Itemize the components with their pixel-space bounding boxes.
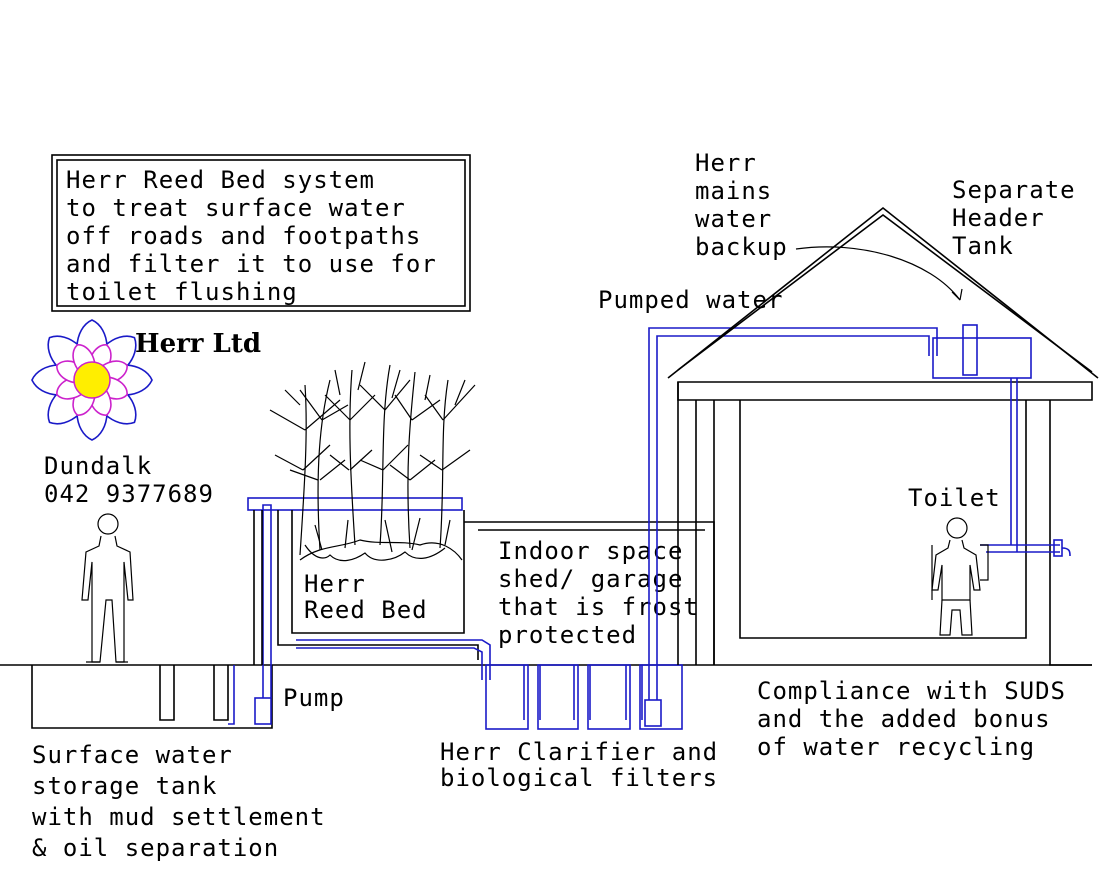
reed-plants-icon [269, 361, 476, 556]
storage-label: storage tank [32, 772, 217, 800]
standing-person-icon [81, 513, 134, 663]
compliance-label: Compliance with SUDS [757, 677, 1066, 705]
company-name: Herr Ltd [135, 329, 261, 359]
flower-logo-icon [31, 319, 153, 441]
pumped-water-pipe [648, 327, 938, 700]
title-line: toilet flushing [66, 278, 298, 306]
title-line: and filter it to use for [66, 250, 437, 278]
company-phone: 042 9377689 [44, 480, 214, 508]
reed-bed [247, 497, 491, 680]
arrow-head-icon [951, 288, 963, 301]
mains-label: mains [695, 177, 772, 205]
header-tank-label: Tank [952, 232, 1014, 260]
header-tank-label: Header [952, 204, 1045, 232]
storage-label: & oil separation [32, 834, 279, 862]
pump-riser-pipe [228, 504, 272, 725]
header-tank-label: Separate [952, 176, 1076, 204]
title-line: to treat surface water [66, 194, 406, 222]
title-line: Herr Reed Bed system [66, 166, 375, 194]
distribution-manifold [247, 497, 463, 511]
storage-label: Surface water [32, 741, 233, 769]
header-tank [932, 324, 1071, 557]
mains-label: Herr [695, 149, 757, 177]
title-box-outer-frame [51, 154, 471, 312]
indoor-space-label: that is frost [498, 593, 699, 621]
pump-label: Pump [283, 684, 345, 712]
indoor-space-label: protected [498, 621, 637, 649]
title-box-inner-frame [56, 159, 466, 307]
flower-center [73, 361, 111, 399]
compliance-label: and the added bonus [757, 705, 1051, 733]
toilet-label: Toilet [908, 484, 1001, 512]
tap-icon [1053, 539, 1063, 557]
title-box: Herr Reed Bed system to treat surface wa… [51, 154, 471, 312]
indoor-space-label: shed/ garage [498, 565, 683, 593]
storage-tank [31, 665, 273, 729]
company-town: Dundalk [44, 452, 152, 480]
clarifier-label: biological filters [440, 764, 718, 792]
pumped-water-label: Pumped water [598, 286, 783, 314]
storage-label: with mud settlement [32, 803, 326, 831]
indoor-space-label: Indoor space [498, 537, 683, 565]
title-line: off roads and footpaths [66, 222, 421, 250]
mains-label: water [695, 205, 772, 233]
reed-bed-label: Reed Bed [304, 596, 428, 624]
compliance-label: of water recycling [757, 733, 1035, 761]
house [667, 206, 1099, 666]
pump-unit [254, 697, 272, 725]
clarifier-label: Herr Clarifier and [440, 738, 718, 766]
clarifier-pump [644, 699, 662, 727]
seated-person-icon [931, 517, 989, 636]
mains-backup-arrow [795, 246, 961, 301]
reed-bed-label: Herr [304, 570, 366, 598]
mains-label: backup [695, 233, 788, 261]
clarifier-tanks [485, 664, 683, 730]
